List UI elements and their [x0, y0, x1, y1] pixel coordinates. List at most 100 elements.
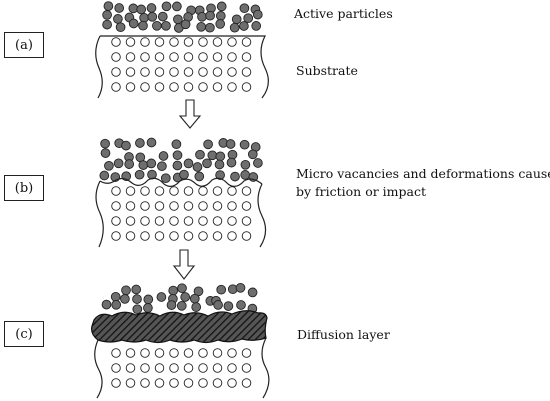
substrate-atom-c	[227, 378, 237, 388]
substrate-atom-b	[183, 231, 194, 241]
active-particle-b	[158, 151, 169, 161]
substrate-atom-a	[183, 52, 194, 62]
active-particle-a	[205, 10, 215, 21]
active-particle-a	[239, 3, 250, 14]
diffusion-layer-band	[91, 310, 268, 344]
substrate-atom-c	[198, 363, 208, 373]
substrate-atom-a	[198, 37, 208, 47]
substrate-atom-b	[169, 216, 179, 226]
substrate-atom-b	[183, 216, 194, 226]
substrate-atom-a	[169, 82, 179, 92]
substrate-atom-a	[169, 67, 179, 77]
substrate-atom-b	[198, 186, 208, 196]
substrate-atom-a	[140, 67, 150, 77]
active-particle-b	[172, 160, 183, 171]
active-particle-a	[180, 19, 191, 30]
active-particle-b	[240, 159, 251, 170]
label-diffusion-layer: Diffusion layer	[297, 327, 390, 342]
substrate-atom-b	[169, 186, 179, 196]
active-particle-a	[172, 1, 182, 12]
substrate-atom-b	[125, 216, 136, 226]
active-particles-layer-b	[99, 137, 263, 184]
substrate-atom-c	[154, 363, 165, 373]
active-particle-c	[177, 283, 187, 294]
substrate-atom-a	[154, 67, 165, 77]
panel-c	[91, 282, 270, 399]
active-particle-b	[121, 140, 131, 151]
substrate-atom-a	[111, 82, 121, 92]
active-particle-a	[128, 3, 139, 14]
active-particle-b	[225, 139, 236, 149]
active-particle-b	[202, 158, 212, 169]
substrate-atom-b	[154, 216, 165, 226]
active-particle-b	[194, 171, 205, 182]
deformed-surface-b	[99, 177, 263, 187]
substrate-atom-a	[169, 52, 179, 62]
substrate-atom-a	[212, 37, 223, 47]
substrate-atom-c	[140, 363, 150, 373]
substrate-atom-c	[227, 363, 237, 373]
substrate-atom-b	[212, 186, 223, 196]
active-particle-a	[102, 19, 112, 30]
label-micro-vacancies-line1: Micro vacancies and deformations caused	[296, 166, 550, 181]
substrate-atom-a	[198, 82, 208, 92]
substrate-atom-a	[212, 82, 223, 92]
active-particle-b	[100, 148, 111, 158]
active-particle-b	[247, 149, 258, 160]
active-particle-c	[180, 292, 191, 302]
substrate-atom-a	[125, 67, 136, 77]
active-particle-a	[215, 11, 226, 21]
substrate-atom-b	[212, 231, 223, 241]
substrate-atom-b	[198, 216, 208, 226]
substrate-circles-c	[111, 348, 252, 388]
active-particle-b	[104, 160, 114, 171]
substrate-atom-c	[169, 348, 179, 358]
active-particle-b	[239, 139, 250, 150]
active-particle-a	[216, 1, 227, 12]
substrate-atom-a	[241, 52, 252, 62]
substrate-atom-c	[212, 348, 223, 358]
active-particle-c	[236, 300, 246, 310]
substrate-atom-b	[140, 216, 150, 226]
substrate-atom-a	[140, 82, 150, 92]
substrate-atom-b	[227, 186, 237, 196]
substrate-atom-b	[140, 231, 150, 241]
active-particle-b	[207, 150, 218, 161]
label-micro-vacancies-line2: by friction or impact	[296, 184, 427, 199]
active-particle-b	[100, 138, 110, 149]
substrate-atom-c	[183, 348, 194, 358]
substrate-atom-a	[241, 37, 252, 47]
substrate-atom-a	[227, 52, 237, 62]
substrate-atom-a	[111, 67, 121, 77]
substrate-atom-b	[241, 186, 252, 196]
substrate-atom-a	[212, 52, 223, 62]
panel-tag-a: (a)	[4, 32, 44, 58]
substrate-atom-b	[140, 186, 150, 196]
active-particle-c	[143, 303, 153, 313]
active-particle-c	[247, 287, 258, 298]
substrate-atom-b	[198, 201, 208, 211]
active-particle-c	[111, 299, 122, 310]
active-particle-b	[157, 161, 167, 172]
substrate-atom-c	[169, 363, 179, 373]
active-particle-a	[115, 22, 126, 33]
active-particle-c	[101, 299, 112, 310]
down-arrow-1	[178, 99, 202, 129]
label-active-particles: Active particles	[294, 6, 393, 21]
substrate-atom-c	[125, 378, 136, 388]
active-particle-a	[215, 19, 226, 29]
substrate-atom-c	[111, 363, 121, 373]
active-particle-b	[230, 171, 240, 182]
active-particle-c	[120, 294, 130, 304]
substrate-atom-a	[140, 52, 150, 62]
active-particle-b	[253, 158, 263, 168]
active-particle-c	[121, 285, 131, 296]
substrate-atom-b	[111, 231, 121, 241]
substrate-atom-a	[198, 52, 208, 62]
active-particle-a	[113, 14, 123, 24]
substrate-atom-b	[125, 231, 136, 241]
substrate-atom-a	[183, 82, 194, 92]
active-particle-a	[103, 1, 114, 11]
active-particle-c	[131, 284, 142, 295]
